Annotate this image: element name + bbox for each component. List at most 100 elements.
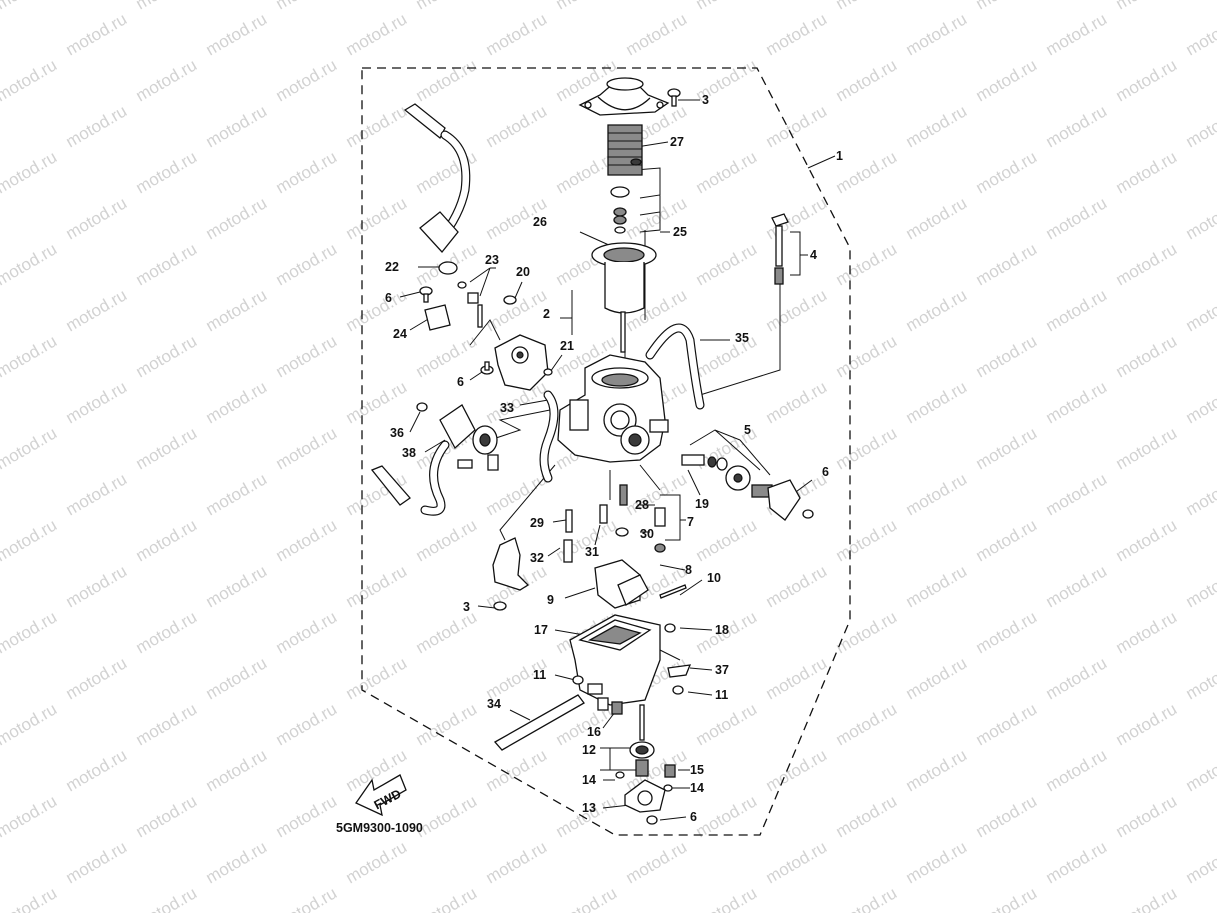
callout-7: 7 (687, 515, 694, 529)
watermark-text: motod.ru (0, 699, 60, 749)
air-cut-valve (681, 454, 814, 521)
watermark-text: motod.ru (483, 101, 551, 151)
watermark-text: motod.ru (273, 0, 341, 13)
watermark-text: motod.ru (203, 101, 271, 151)
watermark-text: motod.ru (833, 239, 901, 289)
watermark-text: motod.ru (833, 607, 901, 657)
watermark-text: motod.ru (833, 0, 901, 13)
watermark-text: motod.ru (973, 883, 1041, 913)
watermark-text: motod.ru (203, 9, 271, 59)
jet-parts-23 (457, 281, 483, 328)
watermark-text: motod.ru (833, 699, 901, 749)
top-cover (578, 77, 670, 116)
callout-6a: 6 (385, 291, 392, 305)
watermark-text: motod.ru (343, 101, 411, 151)
carburetor-body (557, 354, 669, 463)
callout-32: 32 (530, 551, 544, 565)
watermark-text: motod.ru (973, 147, 1041, 197)
watermark-text: motod.ru (0, 883, 60, 913)
watermark-text: motod.ru (1043, 745, 1111, 795)
watermark-text: motod.ru (0, 791, 60, 841)
watermark-text: motod.ru (0, 331, 60, 381)
watermark-text: motod.ru (273, 607, 341, 657)
watermark-text: motod.ru (1113, 883, 1181, 913)
watermark-text: motod.ru (63, 653, 131, 703)
watermark-text: motod.ru (0, 607, 60, 657)
watermark-text: motod.ru (973, 331, 1041, 381)
watermark-text: motod.ru (903, 469, 971, 519)
watermark-text: motod.ru (1113, 147, 1181, 197)
piston-valve (591, 242, 657, 353)
watermark-text: motod.ru (903, 285, 971, 335)
watermark-text: motod.ru (0, 147, 60, 197)
watermark-text: motod.ru (1183, 745, 1217, 795)
watermark-text: motod.ru (553, 883, 621, 913)
watermark-text: motod.ru (63, 101, 131, 151)
callout-30: 30 (640, 527, 654, 541)
watermark-text: motod.ru (1043, 285, 1111, 335)
watermark-text: motod.ru (273, 515, 341, 565)
throttle-linkage (424, 295, 553, 391)
watermark-text: motod.ru (1183, 377, 1217, 427)
callout-31: 31 (585, 545, 599, 559)
watermark-text: motod.ru (763, 377, 831, 427)
callout-36: 36 (390, 426, 404, 440)
watermark-text: motod.ru (903, 561, 971, 611)
watermark-text: motod.ru (763, 653, 831, 703)
watermark-text: motod.ru (903, 745, 971, 795)
watermark-text: motod.ru (973, 0, 1041, 13)
callout-14a: 14 (582, 773, 596, 787)
watermark-text: motod.ru (1183, 9, 1217, 59)
watermark-text: motod.ru (973, 791, 1041, 841)
watermark-text: motod.ru (63, 837, 131, 887)
watermark-text: motod.ru (133, 883, 201, 913)
watermark-text: motod.ru (693, 515, 761, 565)
callout-labels: 1 3 27 25 26 4 35 22 23 20 6 2 24 21 6 3… (385, 93, 843, 824)
watermark-text: motod.ru (1113, 699, 1181, 749)
watermark-text: motod.ru (133, 239, 201, 289)
watermark-text: motod.ru (483, 745, 551, 795)
watermark-text: motod.ru (1113, 515, 1181, 565)
watermark-text: motod.ru (1113, 331, 1181, 381)
watermark-text: motod.ru (133, 331, 201, 381)
callout-1: 1 (836, 149, 843, 163)
watermark-text: motod.ru (343, 837, 411, 887)
watermark-text: motod.ru (1113, 423, 1181, 473)
watermark-text: motod.ru (903, 193, 971, 243)
watermark-text: motod.ru (693, 0, 761, 13)
callout-3b: 3 (463, 600, 470, 614)
watermark-text: motod.ru (413, 55, 481, 105)
screw-6b (480, 361, 494, 375)
assembly-boundary (361, 67, 851, 836)
watermark-text: motod.ru (0, 55, 60, 105)
screw-6a (419, 286, 433, 303)
watermark-text: motod.ru (343, 193, 411, 243)
accelerator-pump (615, 704, 676, 825)
callout-17: 17 (534, 623, 548, 637)
watermark-text: motod.ru (133, 55, 201, 105)
callout-12: 12 (582, 743, 596, 757)
watermark-text: motod.ru (763, 561, 831, 611)
watermark-text: motod.ru (0, 0, 60, 13)
callout-26: 26 (533, 215, 547, 229)
watermark-text: motod.ru (63, 193, 131, 243)
watermark-text: motod.ru (1183, 561, 1217, 611)
watermark-text: motod.ru (553, 0, 621, 13)
callout-16: 16 (587, 725, 601, 739)
watermark-text: motod.ru (63, 561, 131, 611)
watermark-text: motod.ru (903, 837, 971, 887)
watermark-text: motod.ru (833, 423, 901, 473)
callout-10: 10 (707, 571, 721, 585)
watermark-text: motod.ru (413, 883, 481, 913)
watermark-text: motod.ru (63, 745, 131, 795)
watermark-text: motod.ru (1043, 9, 1111, 59)
watermark-text: motod.ru (1043, 469, 1111, 519)
watermark-text: motod.ru (693, 699, 761, 749)
callout-4: 4 (810, 248, 817, 262)
watermark-text: motod.ru (973, 423, 1041, 473)
watermark-text: motod.ru (63, 469, 131, 519)
watermark-text: motod.ru (1113, 0, 1181, 13)
watermark-text: motod.ru (1043, 101, 1111, 151)
watermark-text: motod.ru (413, 607, 481, 657)
watermark-text: motod.ru (343, 561, 411, 611)
